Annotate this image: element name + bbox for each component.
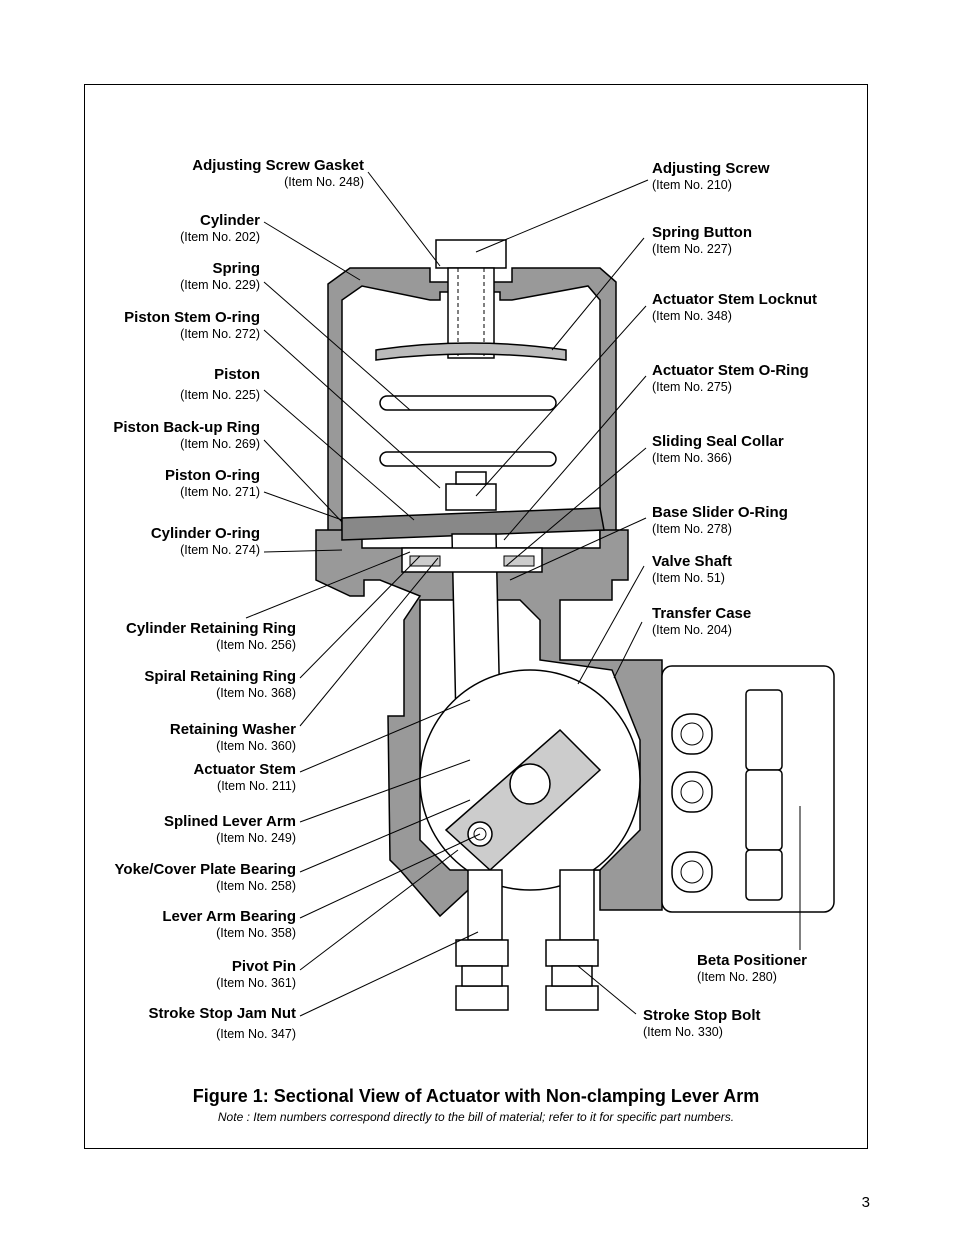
callout-item: (Item No. 271) bbox=[180, 485, 260, 499]
callout-label: Piston O-ring bbox=[165, 467, 260, 484]
callout-label: Pivot Pin bbox=[231, 958, 296, 975]
callout-label: Valve Shaft bbox=[652, 553, 733, 570]
yoke-bearing bbox=[509, 763, 551, 805]
figure-caption: Figure 1: Sectional View of Actuator wit… bbox=[192, 1086, 760, 1106]
callout-label: Stroke Stop Bolt bbox=[643, 1007, 761, 1024]
callout-item: (Item No. 274) bbox=[180, 543, 260, 557]
callout-label: Lever Arm Bearing bbox=[162, 908, 296, 925]
callout-label: Retaining Washer bbox=[169, 721, 296, 738]
callout-label: Cylinder bbox=[199, 212, 260, 229]
spring-button bbox=[375, 342, 567, 361]
callout-item: (Item No. 360) bbox=[216, 739, 296, 753]
callout-item: (Item No. 258) bbox=[216, 879, 296, 893]
callout-label: Beta Positioner bbox=[697, 952, 808, 969]
figure-note: Note : Item numbers correspond directly … bbox=[217, 1110, 735, 1124]
callout-label: Actuator Stem O-Ring bbox=[652, 362, 809, 379]
callout-label: Piston Stem O-ring bbox=[124, 309, 260, 326]
callout-item: (Item No. 358) bbox=[216, 926, 296, 940]
actuator-stem-locknut bbox=[445, 483, 497, 511]
callout-item: (Item No. 211) bbox=[217, 779, 296, 793]
callout-item: (Item No. 210) bbox=[652, 178, 732, 192]
callout-label: Spring Button bbox=[652, 224, 752, 241]
callout-item: (Item No. 256) bbox=[216, 638, 296, 652]
stroke-stop-bolt-left bbox=[467, 869, 503, 941]
spring-coil bbox=[379, 395, 557, 411]
callout-item: (Item No. 249) bbox=[216, 831, 296, 845]
callout-label: Sliding Seal Collar bbox=[652, 433, 784, 450]
spring-coil bbox=[379, 451, 557, 467]
callout-label: Spiral Retaining Ring bbox=[144, 668, 296, 685]
callout-label: Splined Lever Arm bbox=[164, 813, 296, 830]
callout-label: Piston Back-up Ring bbox=[113, 419, 260, 436]
callout-item: (Item No. 248) bbox=[284, 175, 364, 189]
callout-label: Piston bbox=[214, 366, 260, 383]
callout-item: (Item No. 366) bbox=[652, 451, 732, 465]
stroke-stop-bolt-right bbox=[559, 869, 595, 941]
callout-label: Stroke Stop Jam Nut bbox=[148, 1005, 296, 1022]
callout-label: Spring bbox=[212, 260, 261, 277]
callout-item: (Item No. 227) bbox=[652, 242, 732, 256]
callout-item: (Item No. 361) bbox=[216, 976, 296, 990]
callout-item: (Item No. 330) bbox=[643, 1025, 723, 1039]
callout-label: Yoke/Cover Plate Bearing bbox=[114, 861, 296, 878]
callout-label: Cylinder O-ring bbox=[150, 525, 260, 542]
callout-item: (Item No. 275) bbox=[652, 380, 732, 394]
callout-item: (Item No. 51) bbox=[652, 571, 725, 585]
piston-plate bbox=[341, 507, 605, 541]
callout-item: (Item No. 347) bbox=[216, 1027, 296, 1041]
callout-label: Base Slider O-Ring bbox=[652, 504, 788, 521]
callout-item: (Item No. 348) bbox=[652, 309, 732, 323]
callout-item: (Item No. 229) bbox=[180, 278, 260, 292]
leader-lines bbox=[245, 171, 801, 1017]
page-number: 3 bbox=[861, 1194, 870, 1211]
figure-frame bbox=[84, 84, 868, 1149]
callout-item: (Item No. 272) bbox=[180, 327, 260, 341]
callout-label: Actuator Stem bbox=[193, 761, 296, 778]
callout-label: Cylinder Retaining Ring bbox=[125, 620, 296, 637]
callout-label: Adjusting Screw Gasket bbox=[192, 157, 364, 174]
callout-label: Adjusting Screw bbox=[652, 160, 770, 177]
callout-item: (Item No. 269) bbox=[180, 437, 260, 451]
callout-item: (Item No. 368) bbox=[216, 686, 296, 700]
callout-label: Transfer Case bbox=[652, 605, 752, 622]
callout-label: Actuator Stem Locknut bbox=[652, 291, 818, 308]
callout-item: (Item No. 278) bbox=[652, 522, 732, 536]
callout-item: (Item No. 280) bbox=[697, 970, 777, 984]
callout-item: (Item No. 204) bbox=[652, 623, 732, 637]
callout-item: (Item No. 202) bbox=[180, 230, 260, 244]
callout-item: (Item No. 225) bbox=[180, 388, 260, 402]
